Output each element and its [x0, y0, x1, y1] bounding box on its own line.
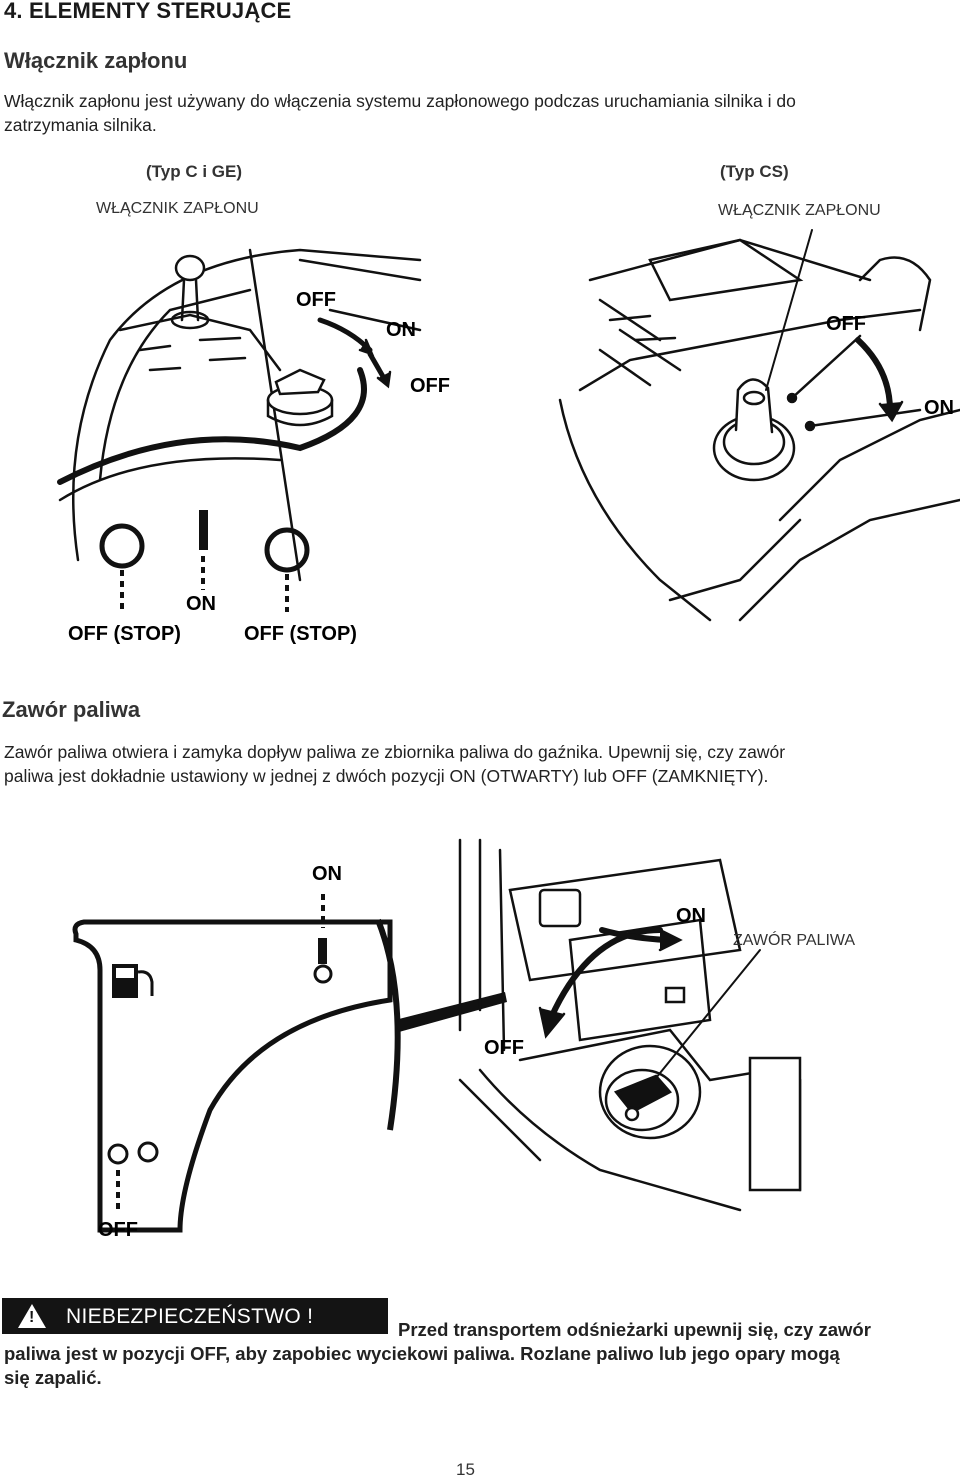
fuel-fig-caption: ZAWÓR PALIWA: [733, 932, 856, 949]
fig-right-caption: WŁĄCZNIK ZAPŁONU: [718, 202, 881, 219]
page-number: 15: [456, 1460, 475, 1479]
panel-off-stop-right: OFF (STOP): [244, 623, 357, 645]
fig-right-label-off: OFF: [826, 313, 866, 335]
ignition-text-line2: zatrzymania silnika.: [4, 115, 157, 135]
fuel-valve-heading: Zawór paliwa: [2, 697, 141, 722]
on-bar-icon: [199, 510, 208, 550]
ignition-illustration-c-ge: OFF ON OFF OFF (STOP) ON OFF (STOP): [57, 248, 450, 645]
danger-label-box: [2, 1298, 388, 1334]
section-title: 4. ELEMENTY STERUJĄCE: [4, 0, 292, 23]
fuel-valve-panel-illustration: ON OFF: [72, 863, 401, 1241]
danger-label: NIEBEZPIECZEŃSTWO !: [66, 1305, 314, 1328]
warning-triangle-icon: [18, 1304, 46, 1328]
fuel-fig-label-off: OFF: [484, 1037, 524, 1059]
panel-off-stop-left: OFF (STOP): [68, 623, 181, 645]
fuel-fig-label-on: ON: [676, 905, 706, 927]
fig-left-label-off: OFF: [296, 289, 336, 311]
off-circle-icon: [99, 523, 145, 569]
warning-line1: Przed transportem odśnieżarki upewnij si…: [398, 1319, 871, 1340]
fig-left-label-on: ON: [386, 319, 416, 341]
off-circle-icon: [264, 527, 310, 573]
ignition-illustration-cs: OFF ON: [558, 229, 960, 622]
fuel-valve-text-line1: Zawór paliwa otwiera i zamyka dopływ pal…: [4, 742, 786, 762]
fig-right-label-on: ON: [924, 397, 954, 419]
warning-line3: się zapalić.: [4, 1367, 102, 1388]
warning-line2: paliwa jest w pozycji OFF, aby zapobiec …: [4, 1343, 840, 1364]
fuel-valve-engine-illustration: ON OFF: [458, 838, 802, 1212]
fuel-panel-on: ON: [312, 863, 342, 885]
ignition-heading: Włącznik zapłonu: [4, 48, 188, 73]
fig-left-caption: WŁĄCZNIK ZAPŁONU: [96, 200, 259, 217]
fig-right-type-label: (Typ CS): [720, 162, 789, 181]
fuel-pump-icon: [112, 964, 154, 998]
valve-off-circle-icon: [107, 1143, 129, 1165]
fuel-valve-text-line2: paliwa jest dokładnie ustawiony w jednej…: [4, 766, 769, 786]
fig-left-label-off2: OFF: [410, 375, 450, 397]
valve-on-bar-icon: [318, 938, 327, 964]
panel-on: ON: [186, 593, 216, 615]
ignition-text-line1: Włącznik zapłonu jest używany do włączen…: [4, 91, 796, 111]
fig-left-type-label: (Typ C i GE): [146, 162, 243, 181]
warning-exclamation: !: [29, 1309, 35, 1326]
fuel-panel-off: OFF: [98, 1219, 138, 1241]
